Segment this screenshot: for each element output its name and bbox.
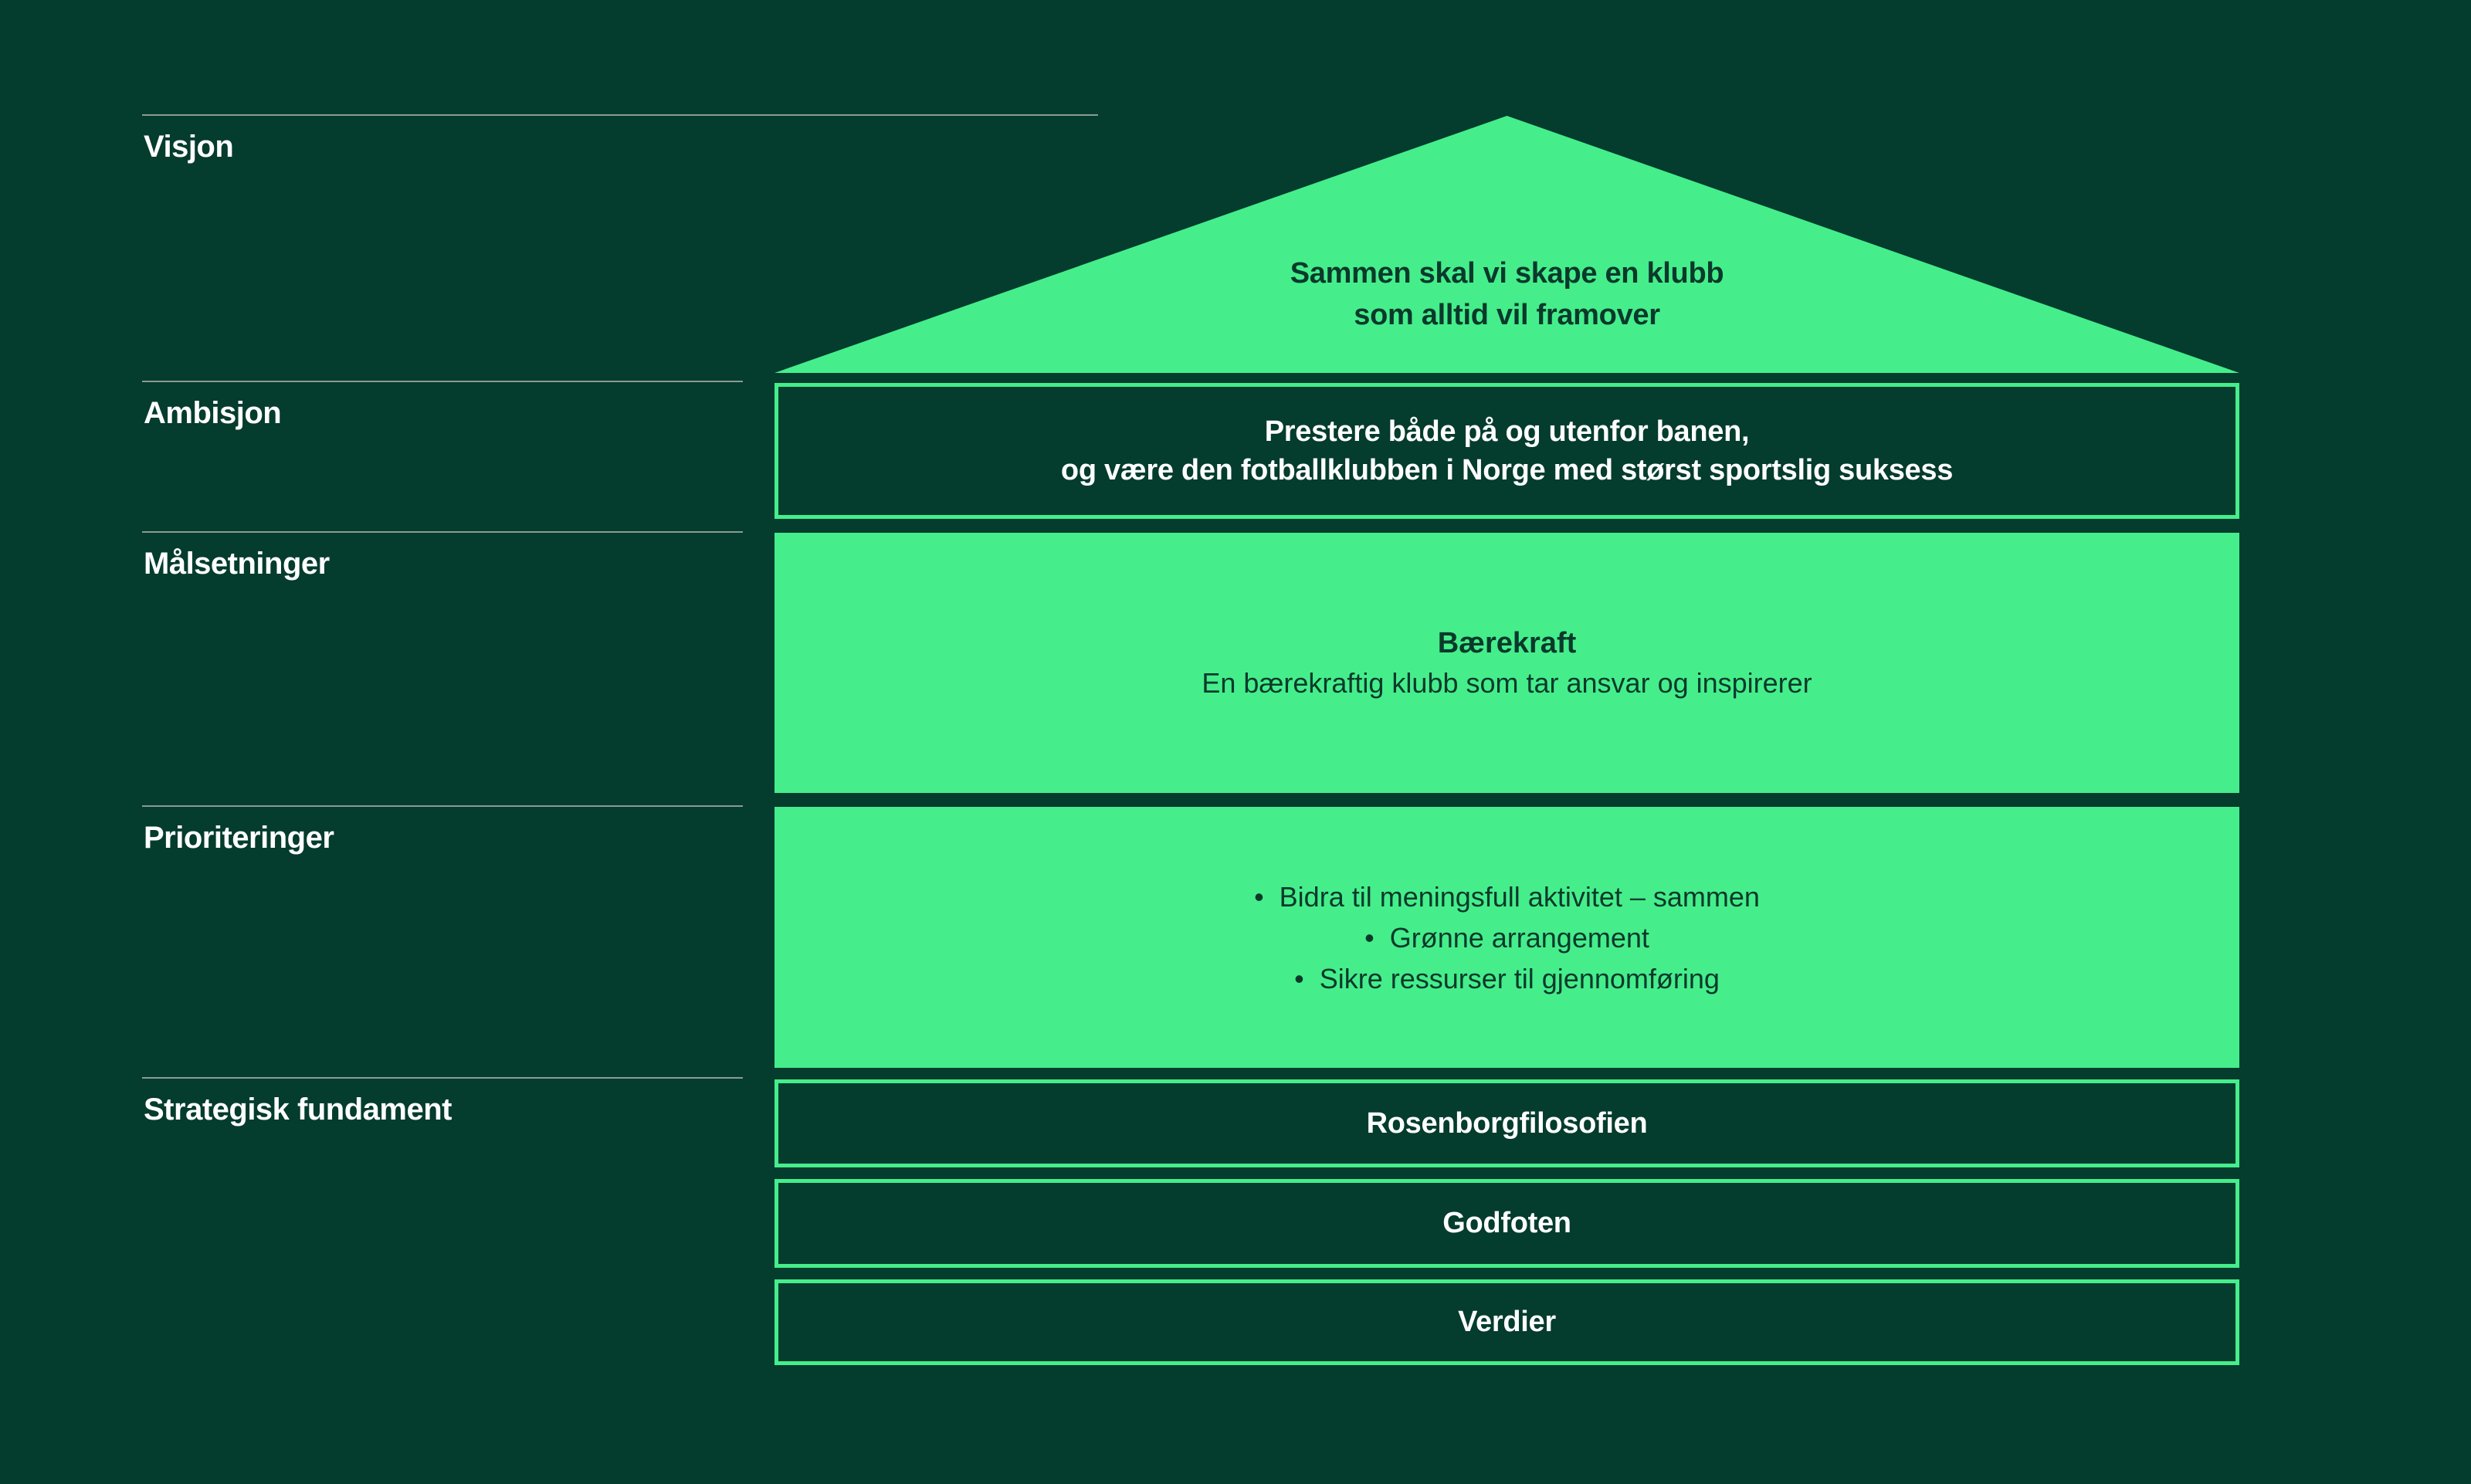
priority-bullet-2: Grønne arrangement bbox=[1364, 917, 1649, 958]
divider-visjon bbox=[142, 114, 1098, 116]
priority-bullet-3: Sikre ressurser til gjennomføring bbox=[1294, 958, 1720, 999]
vision-statement: Sammen skal vi skape en klubb som alltid… bbox=[1290, 252, 1724, 336]
priority-bullet-1: Bidra til meningsfull aktivitet – sammen bbox=[1254, 876, 1760, 917]
foundation-label-rosenborgfilosofien: Rosenborgfilosofien bbox=[1366, 1106, 1648, 1140]
section-label-strategisk-fundament: Strategisk fundament bbox=[144, 1093, 452, 1127]
foundation-box-verdier: Verdier bbox=[775, 1279, 2239, 1365]
foundation-box-rosenborgfilosofien: Rosenborgfilosofien bbox=[775, 1079, 2239, 1167]
section-label-visjon: Visjon bbox=[144, 130, 234, 164]
priorities-box: Bidra til meningsfull aktivitet – sammen… bbox=[775, 807, 2239, 1068]
section-label-ambisjon: Ambisjon bbox=[144, 396, 282, 430]
section-label-prioriteringer: Prioriteringer bbox=[144, 821, 334, 855]
foundation-box-godfoten: Godfoten bbox=[775, 1179, 2239, 1268]
divider-malsetninger bbox=[142, 531, 743, 533]
foundation-label-verdier: Verdier bbox=[1458, 1306, 1556, 1338]
vision-roof-triangle: Sammen skal vi skape en klubb som alltid… bbox=[775, 116, 2239, 373]
ambition-box: Prestere både på og utenfor banen, og væ… bbox=[775, 383, 2239, 519]
goals-subtitle: En bærekraftig klubb som tar ansvar og i… bbox=[1202, 666, 1812, 699]
goals-title: Bærekraft bbox=[1437, 626, 1577, 659]
vision-line-1: Sammen skal vi skape en klubb bbox=[1290, 257, 1724, 290]
ambition-line-1: Prestere både på og utenfor banen, bbox=[1264, 415, 1750, 448]
section-label-malsetninger: Målsetninger bbox=[144, 547, 330, 581]
foundation-label-godfoten: Godfoten bbox=[1442, 1207, 1571, 1239]
ambition-line-2: og være den fotballklubben i Norge med s… bbox=[1060, 454, 1954, 486]
goals-box: Bærekraft En bærekraftig klubb som tar a… bbox=[775, 533, 2239, 793]
divider-strategisk-fundament bbox=[142, 1077, 743, 1079]
vision-line-2: som alltid vil framover bbox=[1354, 299, 1660, 331]
divider-ambisjon bbox=[142, 381, 743, 382]
divider-prioriteringer bbox=[142, 805, 743, 807]
